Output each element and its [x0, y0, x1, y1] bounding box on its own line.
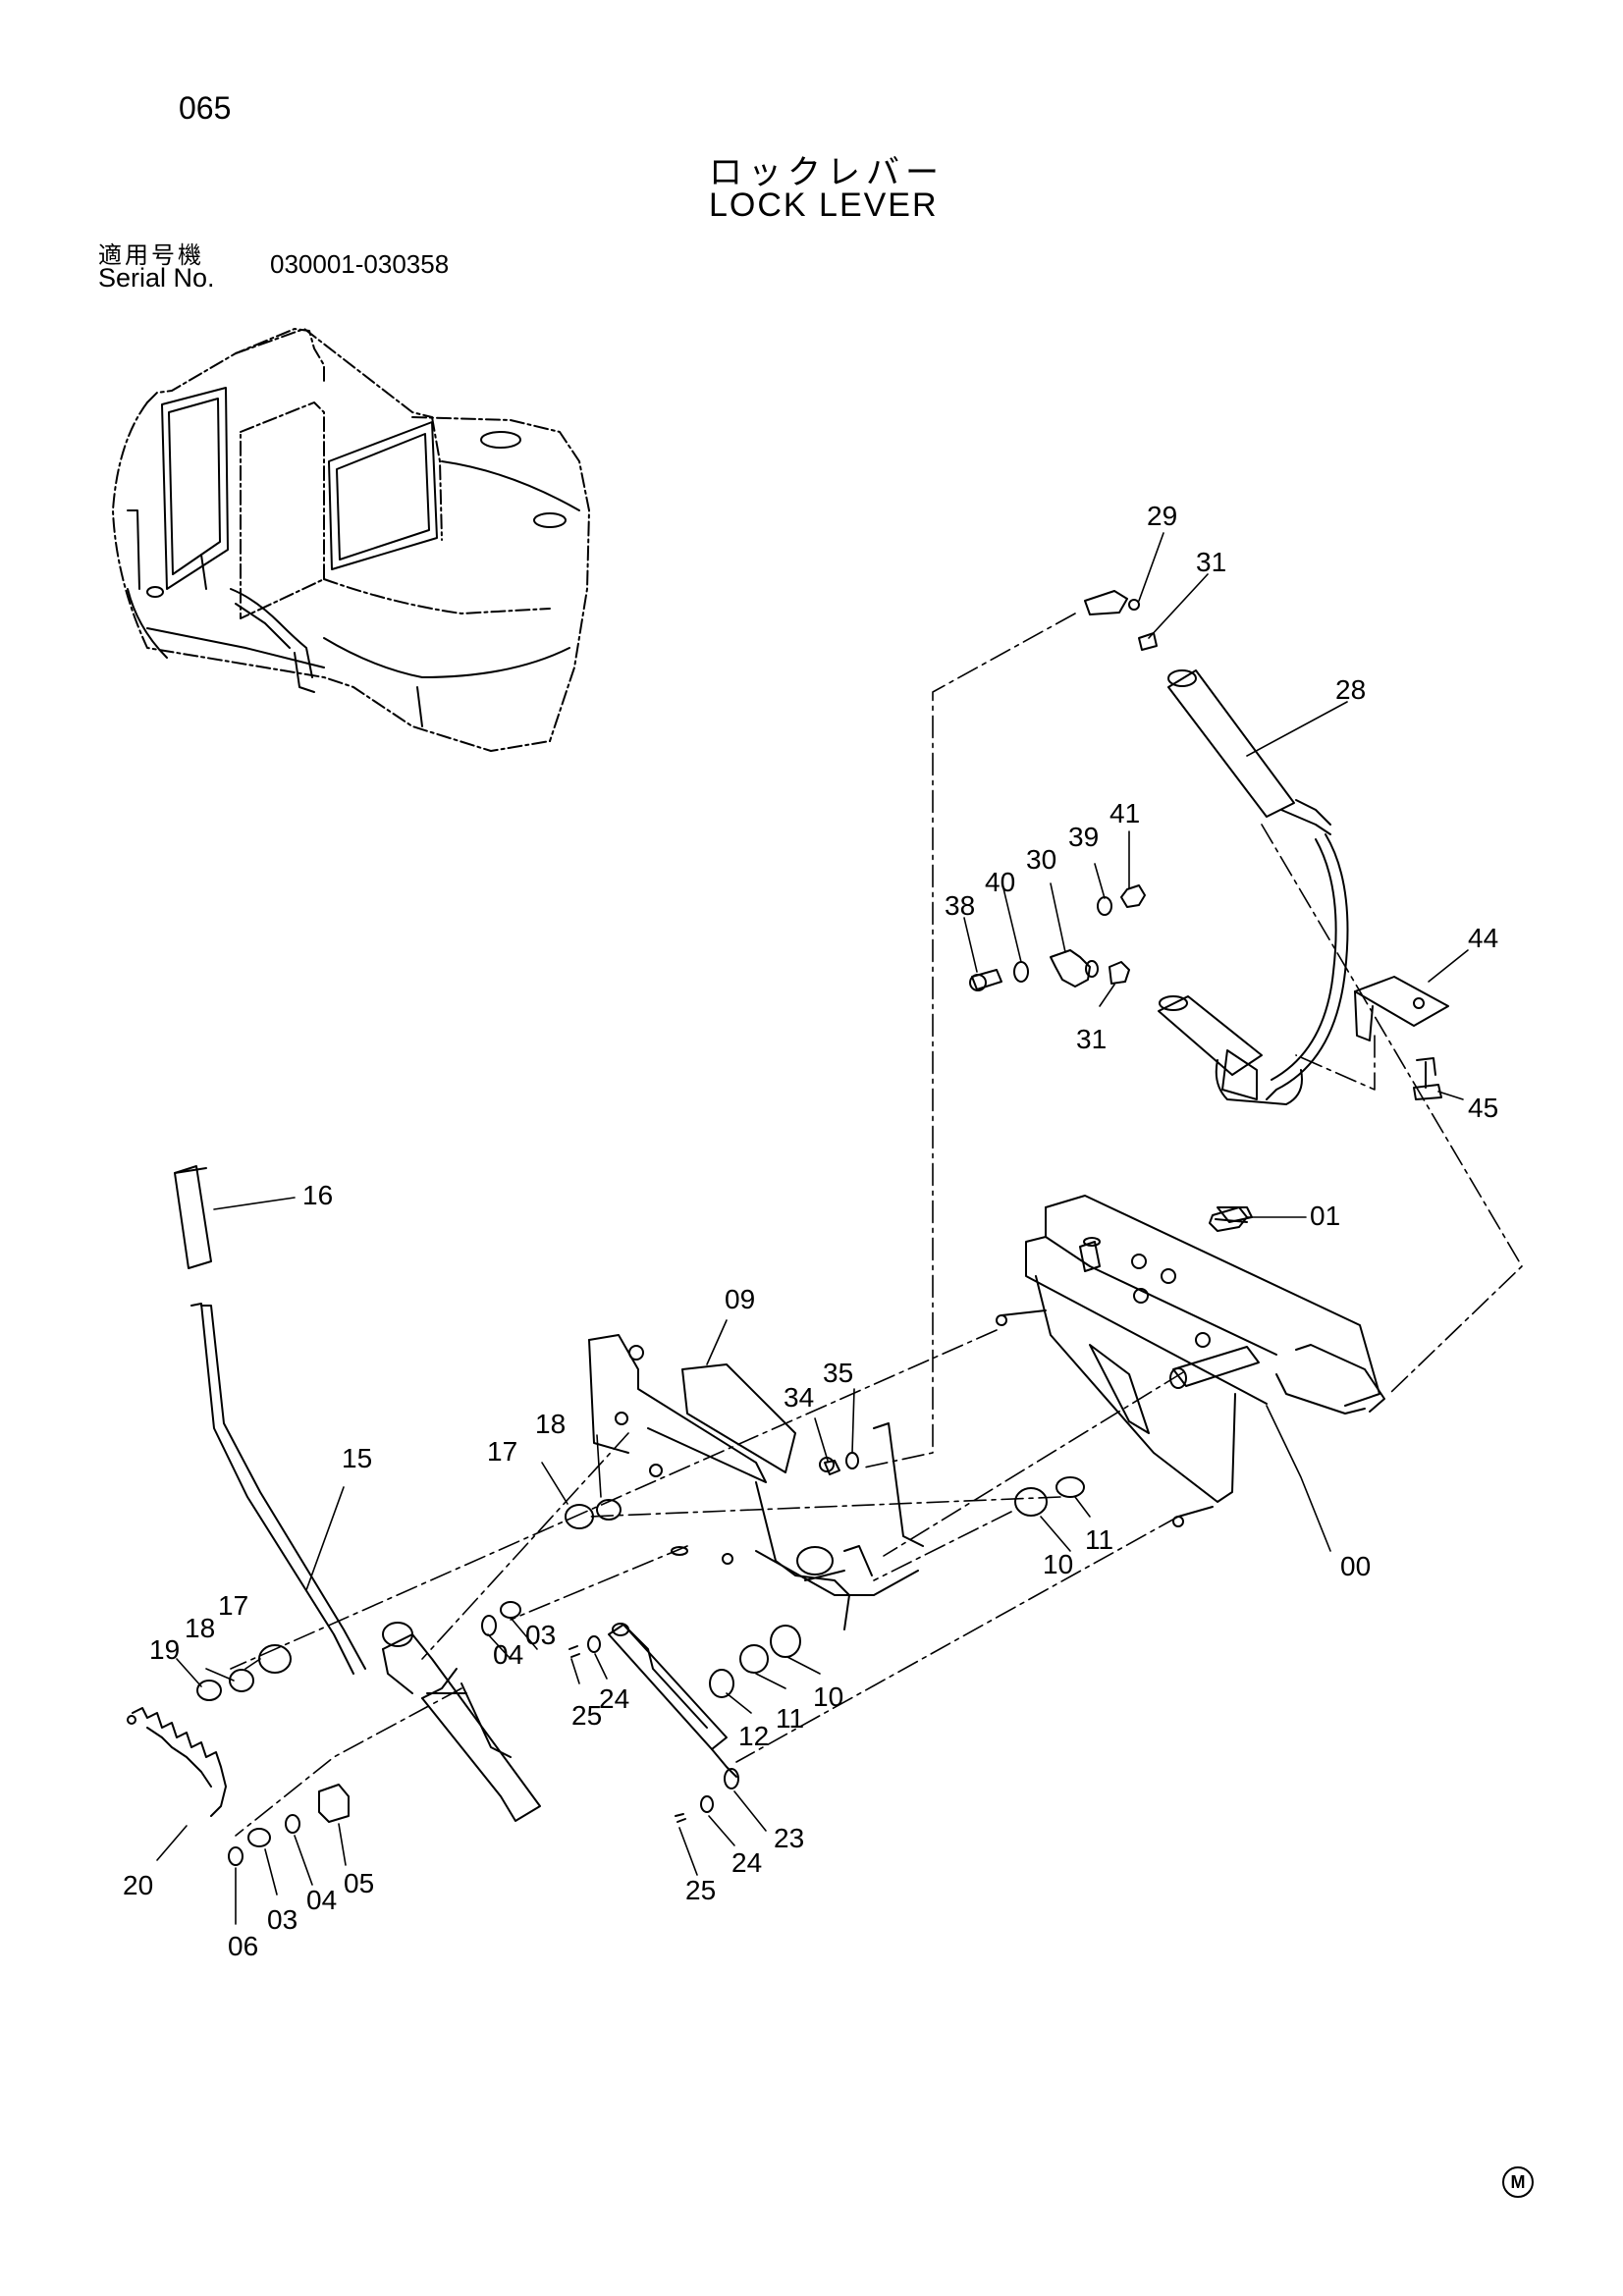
bracket-44 — [1354, 976, 1449, 1100]
part-label: 10 — [813, 1682, 843, 1712]
mounting-plate-00 — [996, 1195, 1385, 1527]
part-label: 28 — [1335, 674, 1366, 705]
part-label: 17 — [487, 1436, 517, 1467]
part-label: 23 — [774, 1823, 804, 1853]
lever-15 — [174, 1165, 541, 1822]
part-label: 45 — [1468, 1093, 1498, 1123]
part-label: 04 — [306, 1885, 337, 1915]
diagram-title: LOCK LEVER — [709, 187, 939, 224]
part-label: 03 — [267, 1904, 298, 1935]
part-label: 05 — [344, 1868, 374, 1898]
part-label: 39 — [1068, 822, 1099, 852]
part-label: 35 — [823, 1358, 853, 1388]
part-label: 00 — [1340, 1551, 1371, 1581]
part-label: 34 — [784, 1382, 814, 1413]
part-label: 18 — [535, 1409, 566, 1439]
excavator-cab-illustration — [112, 328, 590, 752]
part-label: 04 — [493, 1639, 523, 1670]
part-label: 30 — [1026, 844, 1056, 875]
assembly-lines — [230, 613, 1523, 1837]
part-label: 25 — [685, 1875, 716, 1905]
part-label: 31 — [1196, 547, 1226, 577]
part-number-labels: 29 31 28 41 39 30 40 38 44 31 45 16 01 0… — [123, 501, 1498, 1961]
part-label: 24 — [599, 1683, 629, 1714]
bushing-17-18 — [565, 1476, 1085, 1529]
bolt-01 — [1209, 1206, 1248, 1232]
serial-number-range: 030001-030358 — [270, 249, 450, 279]
pin-parts-bottom — [228, 1692, 467, 1866]
bracket-09 — [588, 1334, 924, 1630]
part-label: 18 — [185, 1613, 215, 1643]
part-label: 10 — [1043, 1549, 1073, 1579]
part-label: 41 — [1109, 798, 1140, 828]
part-label: 19 — [149, 1634, 180, 1665]
part-label: 16 — [302, 1180, 333, 1210]
cable-assembly — [1084, 590, 1349, 1105]
part-label: 31 — [1076, 1024, 1107, 1054]
part-label: 25 — [571, 1700, 602, 1731]
part-label: 11 — [1085, 1524, 1113, 1555]
part-label: 17 — [218, 1590, 248, 1621]
part-label: 20 — [123, 1870, 153, 1900]
part-label: 44 — [1468, 923, 1498, 953]
serial-label-japanese: 適用号機 — [98, 241, 204, 269]
part-label: 11 — [776, 1703, 804, 1734]
part-label: 24 — [731, 1847, 762, 1878]
corner-mark-icon: M — [1502, 2166, 1534, 2198]
washers-center — [709, 1625, 801, 1698]
leader-lines — [156, 532, 1469, 1925]
part-label: 38 — [945, 890, 975, 921]
part-label: 06 — [228, 1931, 258, 1961]
part-label: 15 — [342, 1443, 372, 1473]
page-number: 065 — [179, 90, 232, 126]
spring-20 — [127, 1707, 227, 1817]
damper-23 — [568, 1623, 739, 1823]
small-fasteners — [969, 884, 1146, 991]
part-label: 01 — [1310, 1201, 1340, 1231]
part-label: 03 — [525, 1620, 556, 1650]
diagram-title-japanese: ロックレバー — [709, 153, 945, 192]
part-label: 12 — [738, 1721, 769, 1751]
part-label: 09 — [725, 1284, 755, 1314]
serial-label: Serial No. — [98, 263, 215, 293]
part-label: 40 — [985, 867, 1015, 897]
part-label: 29 — [1147, 501, 1177, 531]
